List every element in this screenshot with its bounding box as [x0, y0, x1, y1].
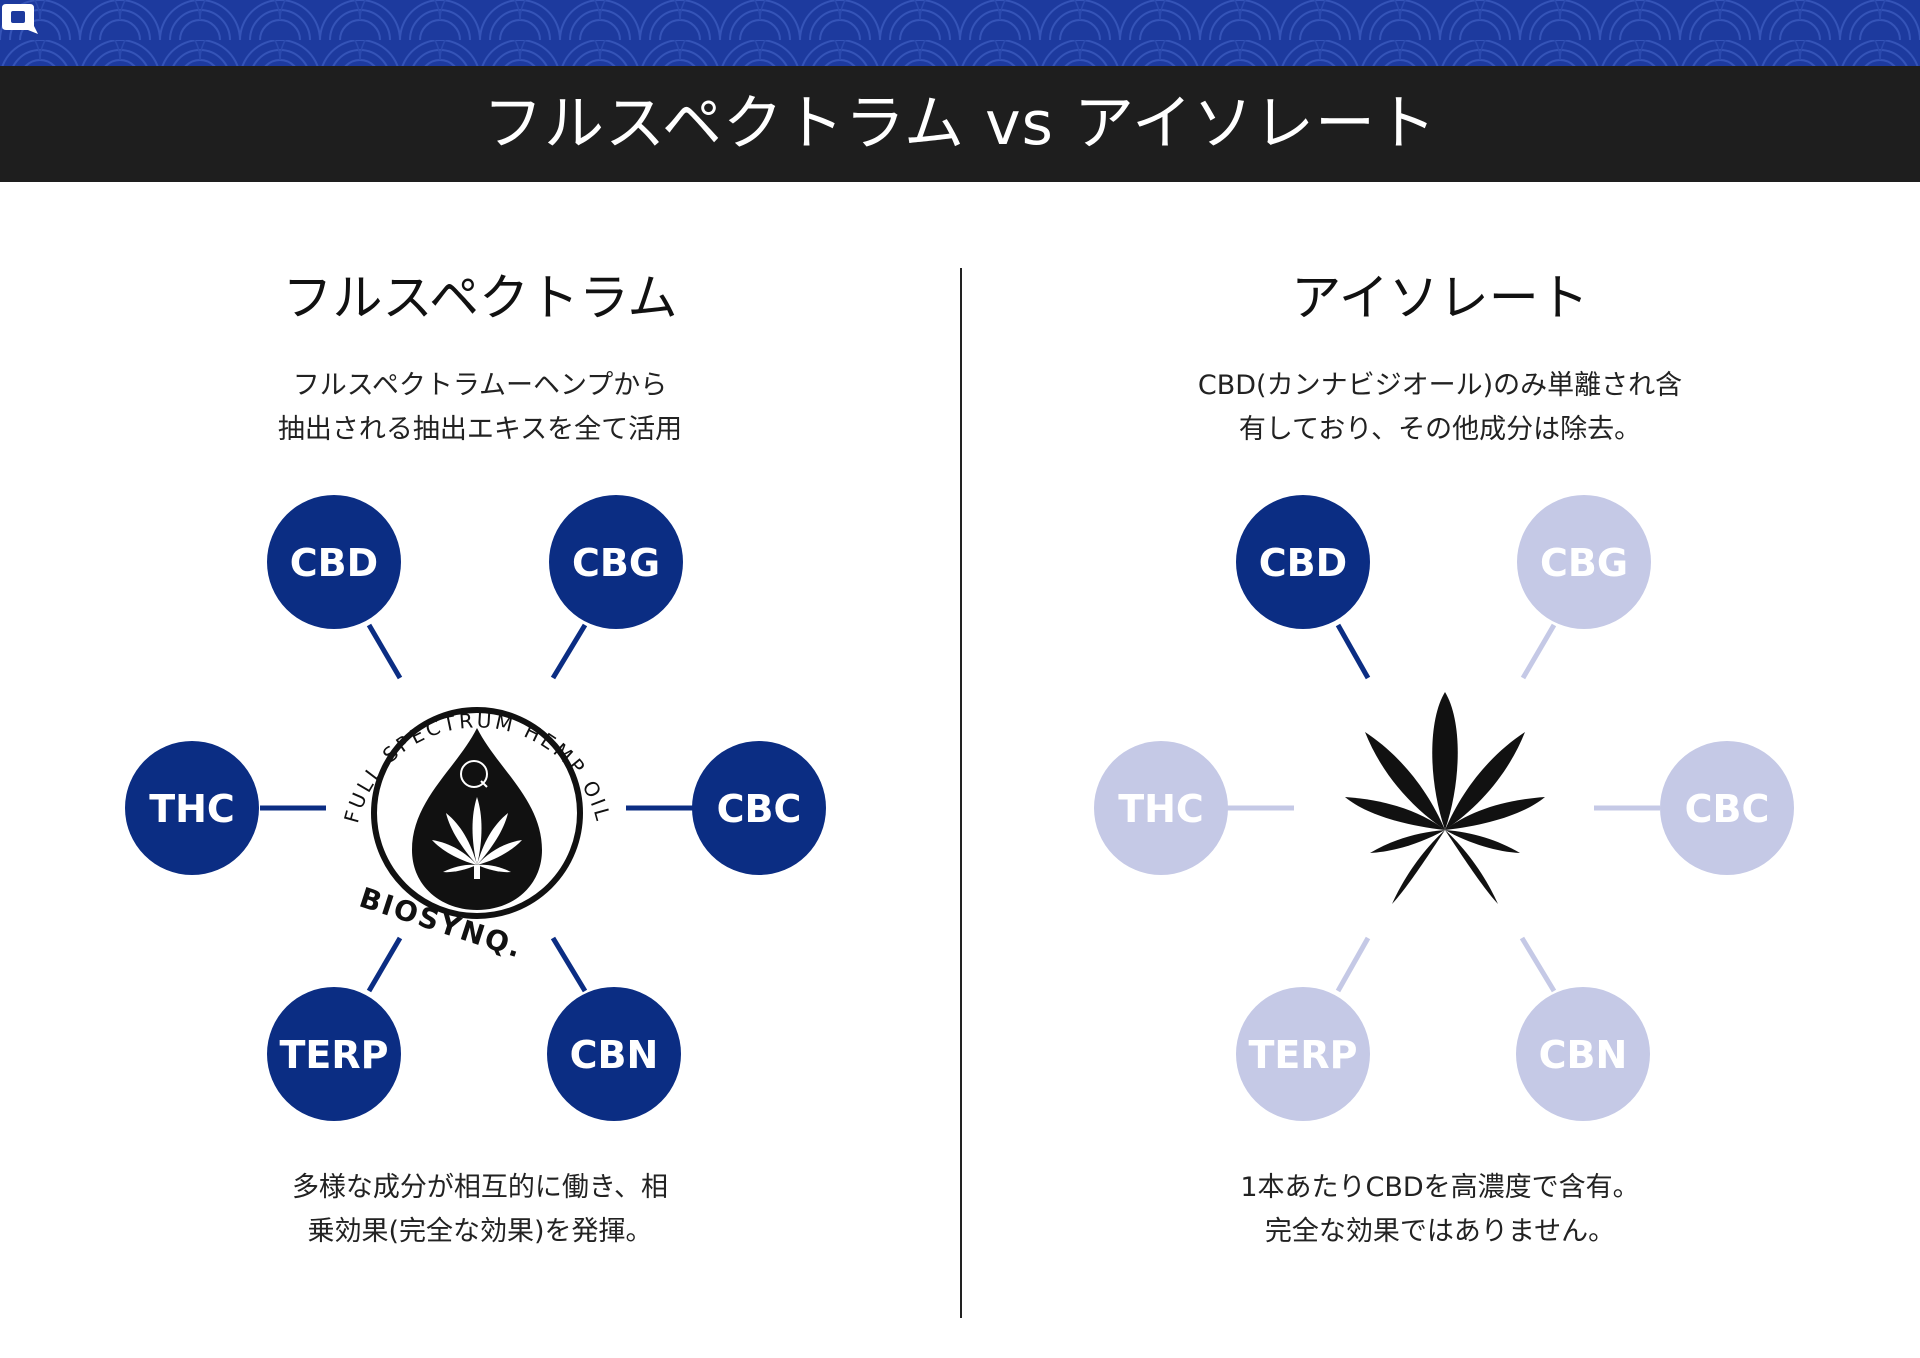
node-cbc: CBC [692, 741, 826, 875]
full-spectrum-diagram: CBD CBG CBC CBN TERP THC FULL SPECTRUM H… [125, 495, 826, 1121]
svg-text:TERP: TERP [280, 1033, 389, 1077]
full-spectrum-description: フルスペクトラムーヘンプから 抽出される抽出エキスを全て活用 [0, 364, 960, 452]
node-terp: TERP [1236, 987, 1370, 1121]
description-line: フルスペクトラムーヘンプから [292, 370, 668, 401]
node-thc: THC [1094, 741, 1228, 875]
node-cbc: CBC [1660, 741, 1794, 875]
node-cbn: CBN [547, 987, 681, 1121]
wave-pattern-banner [0, 0, 1920, 66]
footer-line: 完全な効果ではありません。 [1264, 1216, 1616, 1247]
page-title: フルスペクトラム vs アイソレート [483, 89, 1437, 159]
node-cbn: CBN [1516, 987, 1650, 1121]
isolate-footer: 1本あたりCBDを高濃度で含有。 完全な効果ではありません。 [960, 1166, 1920, 1254]
svg-text:CBG: CBG [572, 541, 660, 585]
node-terp: TERP [267, 987, 401, 1121]
isolate-description: CBD(カンナビジオール)のみ単離され含 有しており、その他成分は除去。 [960, 364, 1920, 452]
description-line: 有しており、その他成分は除去。 [1238, 414, 1642, 445]
isolate-title: アイソレート [1291, 269, 1589, 327]
svg-text:CBC: CBC [1685, 787, 1770, 831]
isolate-diagram: CBD CBG CBC CBN TERP THC [1094, 495, 1794, 1121]
svg-text:CBN: CBN [1539, 1033, 1628, 1077]
column-divider [960, 268, 962, 1318]
svg-text:THC: THC [1118, 787, 1204, 831]
svg-text:CBD: CBD [290, 541, 378, 585]
svg-text:TERP: TERP [1249, 1033, 1358, 1077]
node-thc: THC [125, 741, 259, 875]
node-cbg: CBG [1517, 495, 1651, 629]
node-cbg: CBG [549, 495, 683, 629]
svg-text:CBD: CBD [1259, 541, 1347, 585]
q-logo-icon [2, 4, 38, 34]
wave-pattern [0, 0, 1920, 66]
full-spectrum-footer: 多様な成分が相互的に働き、相 乗効果(完全な効果)を発揮。 [0, 1166, 960, 1254]
node-cbd: CBD [1236, 495, 1370, 629]
svg-text:THC: THC [149, 787, 235, 831]
footer-line: 1本あたりCBDを高濃度で含有。 [1240, 1172, 1640, 1203]
title-bar: フルスペクトラム vs アイソレート [0, 66, 1920, 182]
cannabis-leaf-icon [1345, 692, 1545, 904]
svg-text:CBG: CBG [1540, 541, 1628, 585]
full-spectrum-title: フルスペクトラム [282, 269, 678, 327]
description-line: CBD(カンナビジオール)のみ単離され含 [1197, 370, 1683, 401]
footer-line: 乗効果(完全な効果)を発揮。 [307, 1216, 653, 1247]
node-cbd: CBD [267, 495, 401, 629]
description-line: 抽出される抽出エキスを全て活用 [277, 414, 683, 445]
svg-text:CBN: CBN [570, 1033, 659, 1077]
svg-text:CBC: CBC [717, 787, 802, 831]
hemp-oil-drop-icon: FULL SPECTRUM HEMP OIL BIOSYNQ. [339, 707, 613, 965]
footer-line: 多様な成分が相互的に働き、相 [291, 1172, 669, 1203]
